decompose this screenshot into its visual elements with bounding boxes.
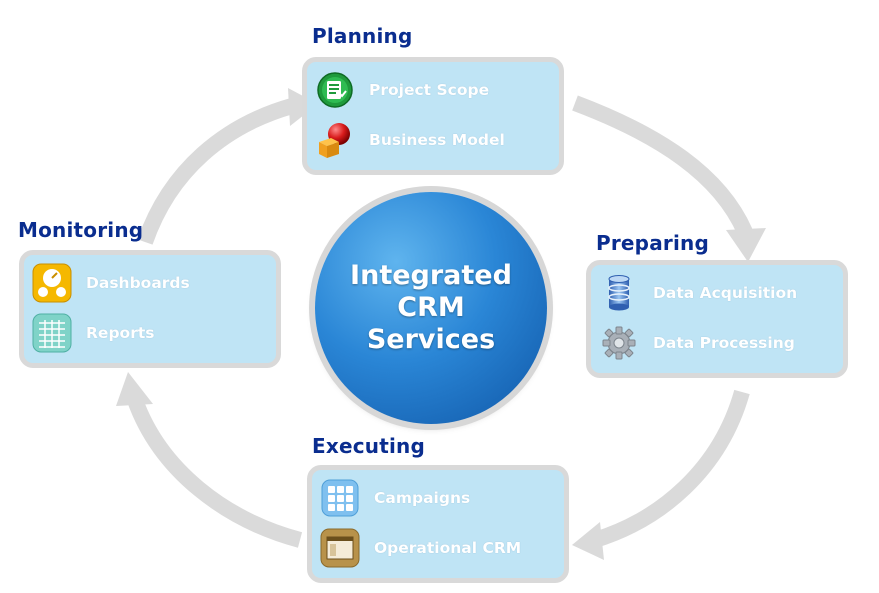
item-business-model[interactable]: Business Model <box>307 118 505 162</box>
item-data-acquisition[interactable]: Data Acquisition <box>591 271 797 315</box>
arrow-monitoring-to-planning <box>137 98 295 245</box>
center-hub-text: Integrated CRM Services <box>350 260 512 356</box>
arrowhead-executing <box>572 522 604 560</box>
arrowhead-preparing <box>726 228 766 262</box>
stage-title-preparing: Preparing <box>596 231 709 255</box>
item-label: Data Acquisition <box>653 284 798 302</box>
stage-title-planning: Planning <box>312 24 413 48</box>
item-data-processing[interactable]: Data Processing <box>591 321 795 365</box>
spreadsheet-icon <box>32 313 72 353</box>
center-line-2: CRM <box>397 292 465 323</box>
item-operational-crm[interactable]: Operational CRM <box>312 526 521 570</box>
window-icon <box>320 528 360 568</box>
item-label: Operational CRM <box>374 539 522 557</box>
item-reports[interactable]: Reports <box>24 311 154 355</box>
sphere-and-cube-icon <box>315 120 355 160</box>
item-label: Project Scope <box>369 81 490 99</box>
item-label: Reports <box>86 324 155 342</box>
center-line-3: Services <box>366 324 496 355</box>
arrow-preparing-to-executing <box>592 389 750 548</box>
stage-title-executing: Executing <box>312 434 425 458</box>
gauge-icon <box>32 263 72 303</box>
item-project-scope[interactable]: Project Scope <box>307 68 489 112</box>
gear-icon <box>599 323 639 363</box>
item-label: Data Processing <box>653 334 795 352</box>
panel-monitoring: Dashboards Repo <box>19 250 281 368</box>
center-hub: Integrated CRM Services <box>315 192 547 424</box>
item-label: Dashboards <box>86 274 190 292</box>
panel-planning: Project Scope B <box>302 57 564 175</box>
arrow-executing-to-monitoring <box>127 397 303 548</box>
item-dashboards[interactable]: Dashboards <box>24 261 190 305</box>
item-label: Campaigns <box>374 489 471 507</box>
arrowhead-monitoring <box>116 372 153 406</box>
item-campaigns[interactable]: Campaigns <box>312 476 470 520</box>
grid-icon <box>320 478 360 518</box>
panel-executing: Campaigns Operational CRM <box>307 465 569 583</box>
panel-preparing: Data Acquisition <box>586 260 848 378</box>
stage-title-monitoring: Monitoring <box>18 218 144 242</box>
arrow-planning-to-preparing <box>572 95 753 236</box>
item-label: Business Model <box>369 131 505 149</box>
center-line-1: Integrated <box>350 260 512 291</box>
document-checklist-icon <box>315 70 355 110</box>
database-icon <box>599 273 639 313</box>
